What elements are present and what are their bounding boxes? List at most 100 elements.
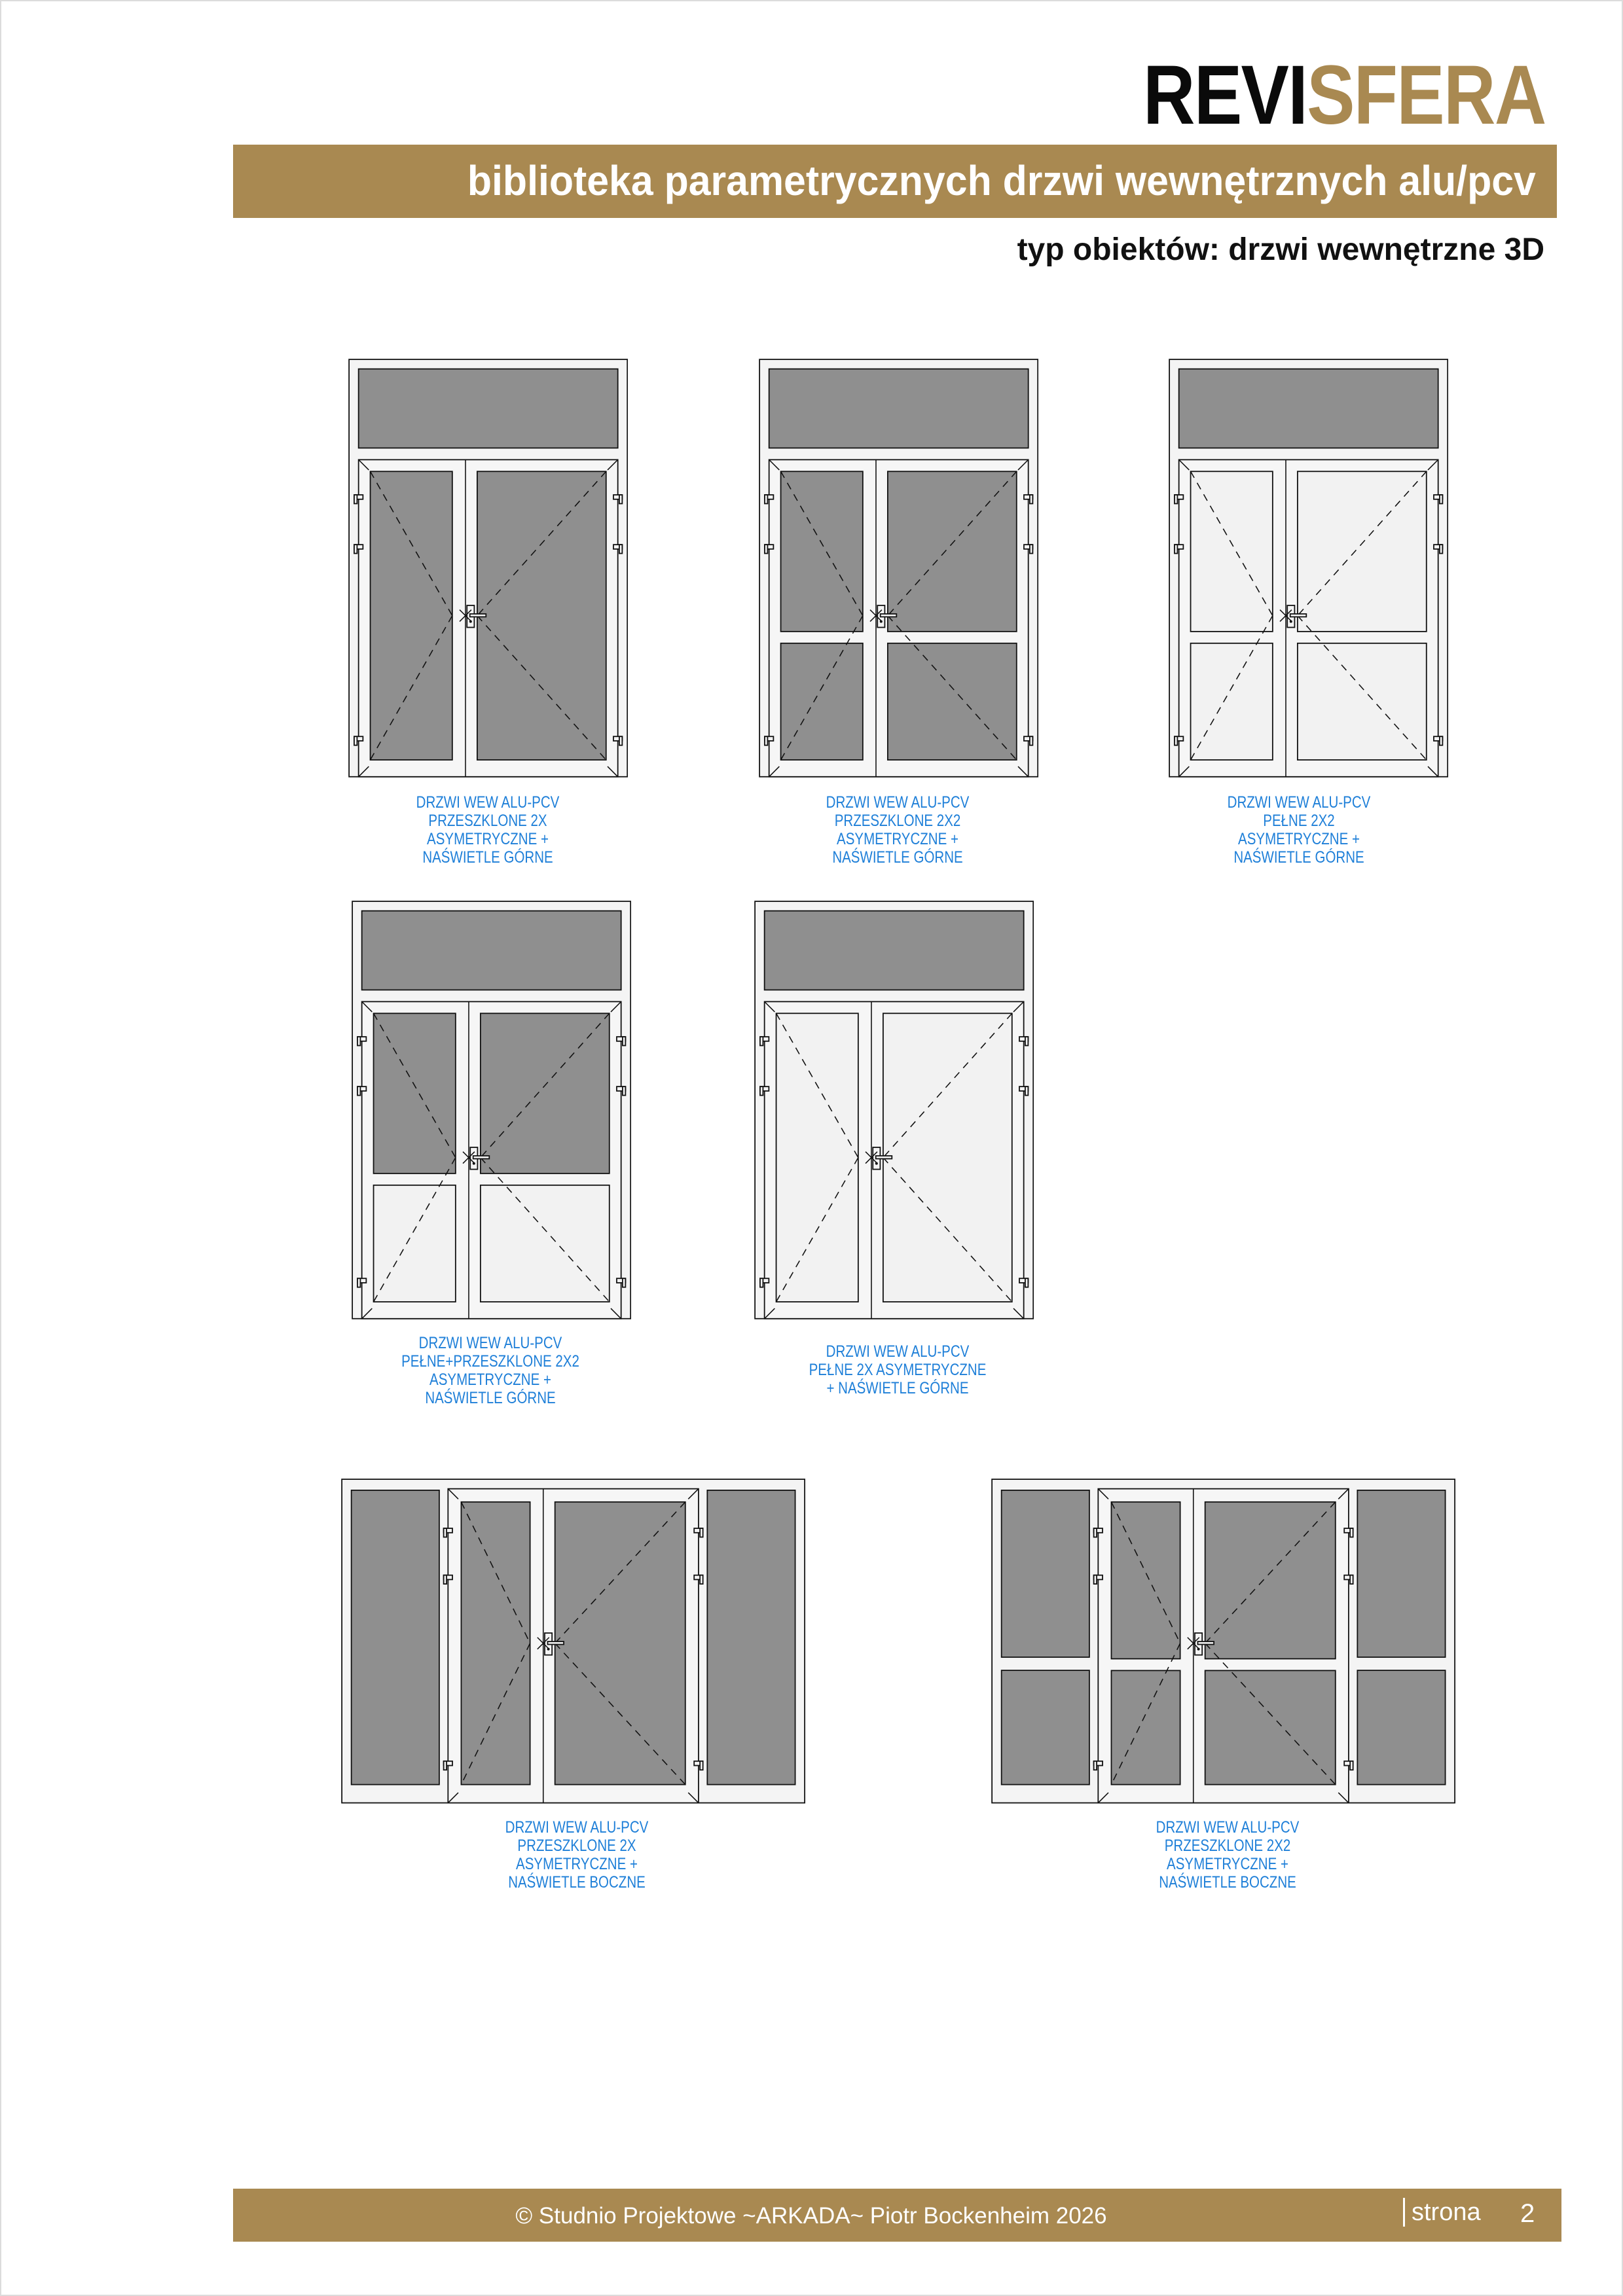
hinge-icon xyxy=(1343,1528,1354,1538)
opening-direction-line xyxy=(369,471,453,617)
hinge-pin xyxy=(1174,736,1178,746)
hinge-pin xyxy=(619,494,623,505)
opening-direction-line xyxy=(555,1501,686,1644)
hinge-pin xyxy=(764,736,769,746)
transom-glass xyxy=(768,368,1029,449)
door-label-line: + NAŚWIETLE GÓRNE xyxy=(826,1379,969,1397)
hinge-pin xyxy=(619,736,623,746)
object-type-subtitle: typ obiektów: drzwi wewnętrzne 3D xyxy=(1017,232,1544,267)
leaf-panel xyxy=(554,1501,686,1785)
opening-direction-line xyxy=(477,615,607,761)
hinge-pin xyxy=(759,1036,764,1047)
opening-direction-line xyxy=(1297,471,1427,617)
corner-mark xyxy=(361,1001,373,1013)
door-label-line: DRZWI WEW ALU-PCV xyxy=(505,1818,649,1837)
door-label-line: ASYMETRYCZNE + xyxy=(427,830,549,848)
opening-direction-line xyxy=(1205,1501,1336,1644)
opening-direction-line xyxy=(477,471,607,617)
door-label-line: NAŚWIETLE GÓRNE xyxy=(1233,848,1364,867)
hinge-pin xyxy=(699,1760,704,1771)
door-label-line: ASYMETRYCZNE + xyxy=(1238,830,1360,848)
hinge-pin xyxy=(1093,1760,1097,1771)
hinge-icon xyxy=(1174,736,1184,746)
hinge-pin xyxy=(1029,494,1034,505)
sidelight-glass xyxy=(1357,1490,1446,1658)
hinge-pin xyxy=(699,1528,704,1538)
hinge-icon xyxy=(613,736,623,746)
hinge-pin xyxy=(619,544,623,554)
hinge-icon xyxy=(1023,544,1034,554)
hinge-icon xyxy=(764,544,775,554)
handle-lever xyxy=(472,1155,490,1160)
hinge-icon xyxy=(1019,1086,1029,1096)
opening-direction-line xyxy=(887,615,1017,761)
hinge-pin xyxy=(1349,1760,1354,1771)
opening-direction-line xyxy=(1205,1643,1336,1785)
hinge-icon xyxy=(1433,736,1444,746)
handle-mark xyxy=(537,1637,550,1650)
hinge-icon xyxy=(1174,544,1184,554)
opening-direction-line xyxy=(1190,471,1273,617)
opening-direction-line xyxy=(480,1013,610,1158)
transom-glass xyxy=(763,910,1025,991)
hinge-icon xyxy=(443,1574,453,1585)
hinge-pin xyxy=(1174,544,1178,554)
hinge-icon xyxy=(354,736,364,746)
door-label-line: ASYMETRYCZNE + xyxy=(837,830,958,848)
hinge-pin xyxy=(622,1036,627,1047)
opening-direction-line xyxy=(373,1013,456,1158)
door-label-line: DRZWI WEW ALU-PCV xyxy=(1227,793,1371,812)
corner-mark xyxy=(764,1308,775,1319)
corner-mark xyxy=(1178,459,1190,471)
page-label: strona xyxy=(1403,2198,1481,2227)
corner-mark xyxy=(1097,1792,1109,1804)
corner-mark xyxy=(1097,1488,1109,1499)
door-label-line: DRZWI WEW ALU-PCV xyxy=(826,1342,970,1361)
hinge-pin xyxy=(443,1760,447,1771)
hinge-pin xyxy=(357,1036,361,1047)
hinge-pin xyxy=(1029,736,1034,746)
title-banner: biblioteka parametrycznych drzwi wewnętr… xyxy=(233,145,1557,218)
hinge-icon xyxy=(1023,494,1034,505)
door-label-line: NAŚWIETLE GÓRNE xyxy=(422,848,553,867)
hinge-icon xyxy=(1343,1760,1354,1771)
hinge-icon xyxy=(759,1086,770,1096)
brand-logo-part2: SFERA xyxy=(1307,48,1547,142)
handle-lever xyxy=(469,613,487,618)
hinge-icon xyxy=(764,736,775,746)
hinge-icon xyxy=(764,494,775,505)
hinge-pin xyxy=(699,1574,704,1585)
door-drawing xyxy=(1169,359,1449,778)
corner-mark xyxy=(1017,766,1029,778)
hinge-pin xyxy=(622,1086,627,1096)
hinge-pin xyxy=(1025,1278,1029,1288)
opening-direction-line xyxy=(883,1157,1013,1302)
hinge-icon xyxy=(357,1036,367,1047)
hinge-icon xyxy=(1093,1528,1103,1538)
leaf-lower-panel xyxy=(373,1184,456,1302)
opening-direction-line xyxy=(775,1013,859,1158)
door-drawing xyxy=(759,359,1039,778)
opening-direction-line xyxy=(780,615,864,761)
corner-mark xyxy=(607,766,619,778)
door-handle-icon xyxy=(537,1632,564,1656)
sidelight-glass xyxy=(1357,1670,1446,1785)
door-label-line: PRZESZKLONE 2X xyxy=(428,812,547,830)
corner-mark xyxy=(1017,459,1029,471)
leaf-upper-panel xyxy=(1296,471,1427,632)
hinge-pin xyxy=(1439,736,1444,746)
opening-direction-line xyxy=(775,1157,859,1302)
corner-mark xyxy=(607,459,619,471)
handle-mark xyxy=(1279,609,1292,622)
footer-bar: © Studnio Projektowe ~ARKADA~ Piotr Bock… xyxy=(233,2189,1561,2242)
handle-mark xyxy=(462,1151,475,1164)
leaf-panel xyxy=(369,471,453,761)
hinge-icon xyxy=(759,1278,770,1288)
hinge-icon xyxy=(1433,544,1444,554)
corner-mark xyxy=(1013,1001,1025,1013)
corner-mark xyxy=(1013,1308,1025,1319)
